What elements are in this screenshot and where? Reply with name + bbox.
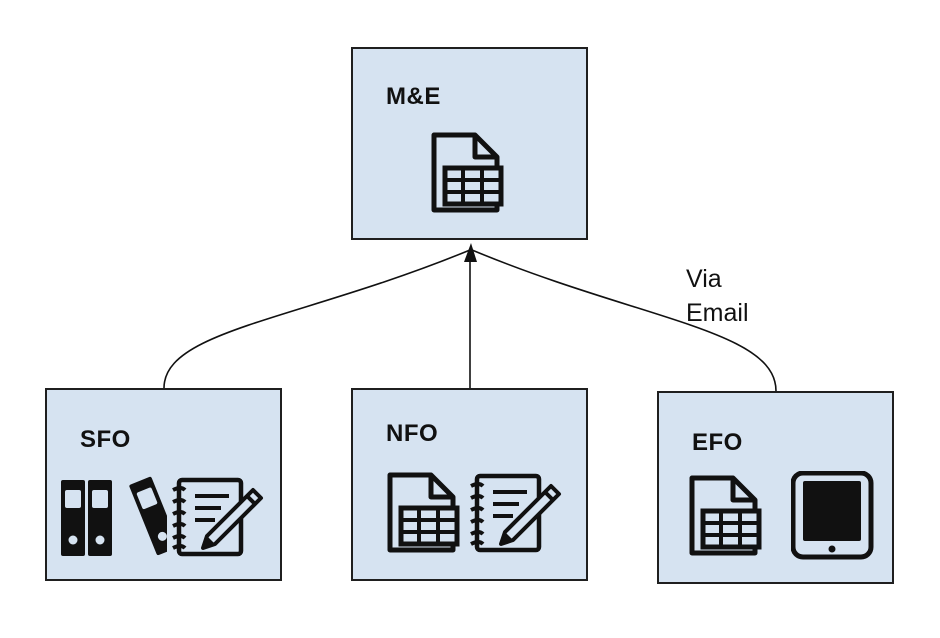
node-me-title: M&E <box>386 83 441 110</box>
edge-label-via-email: Via Email <box>686 262 806 330</box>
node-nfo-title: NFO <box>386 420 439 447</box>
node-sfo: SFO <box>45 388 282 581</box>
edge-sfo-to-me <box>163 249 471 389</box>
node-nfo: NFO <box>351 388 588 581</box>
binders-icon <box>61 476 167 556</box>
notebook-pencil-icon <box>470 473 561 553</box>
edge-label-line: Email <box>686 299 749 327</box>
arrowhead-into-me <box>464 243 477 262</box>
node-me: M&E <box>351 47 588 240</box>
node-efo: EFO <box>657 391 894 584</box>
node-sfo-title: SFO <box>80 426 131 453</box>
node-efo-title: EFO <box>692 429 743 456</box>
spreadsheet-document-icon <box>387 472 460 553</box>
spreadsheet-document-icon <box>689 475 762 556</box>
tablet-icon <box>791 471 874 560</box>
edge-label-line: Via <box>686 265 722 293</box>
notebook-pencil-icon <box>172 477 263 557</box>
edge-efo-to-me <box>471 249 777 392</box>
spreadsheet-document-icon <box>431 132 504 213</box>
